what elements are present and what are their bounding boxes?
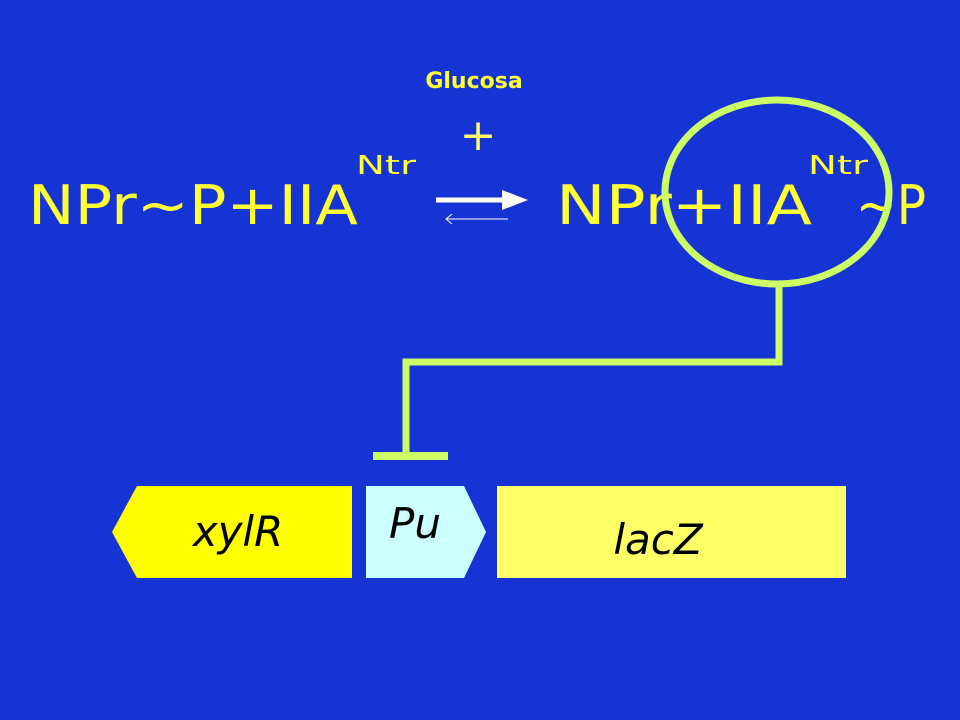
- left-species-label: NPr~P+IIA: [28, 174, 358, 237]
- pu-label: Pu: [389, 499, 441, 548]
- right-species-label: NPr+IIA: [556, 174, 812, 237]
- reverse-arrow: [445, 213, 508, 225]
- glucose-label: Glucosa: [425, 69, 522, 94]
- right-superscript: Ntr: [808, 151, 868, 181]
- plus-sign: +: [460, 110, 497, 161]
- left-superscript: Ntr: [356, 151, 416, 181]
- repression-connector: [402, 282, 783, 456]
- xylR-gene-box: [112, 486, 352, 578]
- pu-promoter-box: [366, 486, 486, 578]
- lacZ-gene-box: [497, 486, 846, 578]
- xylR-label: xylR: [191, 507, 284, 556]
- forward-arrow: [436, 190, 528, 210]
- lacZ-label: lacZ: [613, 515, 703, 564]
